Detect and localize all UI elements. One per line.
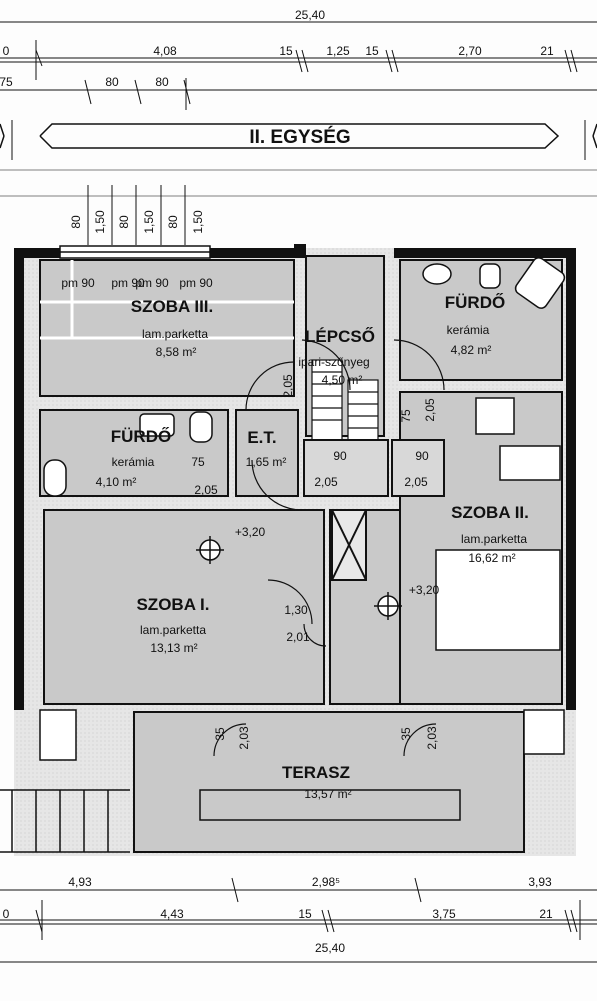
room-terasz-area: 13,57 m² <box>304 787 351 801</box>
door-dim-130: 1,30 <box>284 603 308 617</box>
room-lepcso-area: 4,50 m² <box>322 373 363 387</box>
dim-top-15b: 15 <box>365 44 379 58</box>
bottom-dim-21: 21 <box>539 907 553 921</box>
door-dim-205a: 2,05 <box>194 483 218 497</box>
door-dim-90b: 90 <box>415 449 429 463</box>
bottom-dim-443: 4,43 <box>160 907 184 921</box>
level-marker-2 <box>374 592 402 620</box>
room-szoba3-area: 8,58 m² <box>156 345 197 359</box>
door-swings <box>213 339 445 757</box>
room-szoba1-name: SZOBA I. <box>136 595 209 614</box>
door-dim-205e: 2,05 <box>404 475 428 489</box>
bathroom-fixtures <box>43 257 566 651</box>
area-terasz <box>133 711 525 853</box>
dim-top-125: 1,25 <box>326 44 350 58</box>
dim-top-75: 75 <box>0 75 13 89</box>
dim-top-80a: 80 <box>105 75 119 89</box>
room-et-area: 1,65 m² <box>246 455 287 469</box>
room-furdo2-area: 4,10 m² <box>96 475 137 489</box>
win-dim-0: 80 <box>69 215 83 229</box>
window-label-3: pm 90 <box>135 276 169 290</box>
dim-top-270: 2,70 <box>458 44 482 58</box>
door-dim-75b: 75 <box>399 409 413 423</box>
unit-label: II. EGYSÉG <box>249 126 350 148</box>
window-label-1: pm 90 <box>61 276 95 290</box>
door-dim-35b: 35 <box>399 727 413 741</box>
toilet-icon <box>479 263 501 289</box>
win-dim-2: 80 <box>117 215 131 229</box>
stair-landing <box>303 439 445 581</box>
room-terasz-name: TERASZ <box>282 763 350 782</box>
dim-total-top: 25,40 <box>295 8 325 22</box>
room-szoba1-floor: lam.parketta <box>140 623 206 637</box>
win-dim-1: 1,50 <box>93 210 107 234</box>
top-dimensions <box>0 21 597 160</box>
bathtub-icon <box>43 459 67 497</box>
room-et-name: E.T. <box>247 428 276 447</box>
bottom-dim-375: 3,75 <box>432 907 456 921</box>
room-szoba3-name: SZOBA III. <box>131 297 214 316</box>
win-dim-3: 1,50 <box>142 210 156 234</box>
level-label-2: +3,20 <box>409 583 440 597</box>
win-dim-5: 1,50 <box>191 210 205 234</box>
room-lepcso-floor: ipari-szőnyeg <box>298 355 369 369</box>
bottom-dim-2985: 2,98⁵ <box>312 875 340 889</box>
terrace <box>0 709 565 853</box>
room-furdo1-floor: kerámia <box>447 323 490 337</box>
area-et <box>235 409 299 497</box>
dim-top-80b: 80 <box>155 75 169 89</box>
bottom-dim-total: 25,40 <box>315 941 345 955</box>
dim-top-21: 21 <box>540 44 554 58</box>
room-furdo2-floor: kerámia <box>112 455 155 469</box>
level-label-1: +3,20 <box>235 525 266 539</box>
staircase <box>311 359 379 441</box>
room-szoba2-area: 16,62 m² <box>468 551 515 565</box>
inner-detail <box>40 260 294 340</box>
area-szoba1 <box>43 509 325 705</box>
room-szoba3-floor: lam.parketta <box>142 327 208 341</box>
dim-top-0: 0 <box>3 44 10 58</box>
door-dim-75a: 75 <box>191 455 205 469</box>
door-dim-90a: 90 <box>333 449 347 463</box>
bottom-dim-393: 3,93 <box>528 875 552 889</box>
room-szoba2-floor: lam.parketta <box>461 532 527 546</box>
win-dim-4: 80 <box>166 215 180 229</box>
unit-label-bar <box>0 123 597 149</box>
door-dim-205c: 2,05 <box>423 398 437 422</box>
dim-top-15a: 15 <box>279 44 293 58</box>
door-dim-35a: 35 <box>213 727 227 741</box>
room-szoba2-name: SZOBA II. <box>451 503 529 522</box>
bottom-dim-493: 4,93 <box>68 875 92 889</box>
room-furdo1-name: FÜRDŐ <box>445 293 505 312</box>
toilet2-icon <box>189 411 213 443</box>
basin2-icon <box>139 413 175 437</box>
window-label-2: pm 90 <box>111 276 145 290</box>
basin-icon <box>422 263 452 285</box>
level-marker-1 <box>196 536 224 564</box>
bottom-dim-0: 0 <box>3 907 10 921</box>
top-windows <box>59 245 211 259</box>
bottom-dim-15: 15 <box>298 907 312 921</box>
window-dimension-lines <box>87 185 186 245</box>
door-dim-205d: 2,05 <box>314 475 338 489</box>
door-dim-203b: 2,03 <box>425 726 439 750</box>
door-dim-205b: 2,05 <box>281 374 295 398</box>
door-dim-203a: 2,03 <box>237 726 251 750</box>
room-furdo1-area: 4,82 m² <box>451 343 492 357</box>
bottom-dimensions <box>0 877 597 963</box>
room-szoba1-area: 13,13 m² <box>150 641 197 655</box>
door-dim-201: 2,01 <box>286 630 310 644</box>
room-lepcso-name: LÉPCSŐ <box>305 327 375 346</box>
area-szoba2 <box>399 391 563 705</box>
window-label-4: pm 90 <box>179 276 213 290</box>
room-furdo2-name: FÜRDŐ <box>111 427 171 446</box>
shower-icon <box>514 257 566 309</box>
area-szoba3 <box>39 259 295 397</box>
dim-top-408: 4,08 <box>153 44 177 58</box>
